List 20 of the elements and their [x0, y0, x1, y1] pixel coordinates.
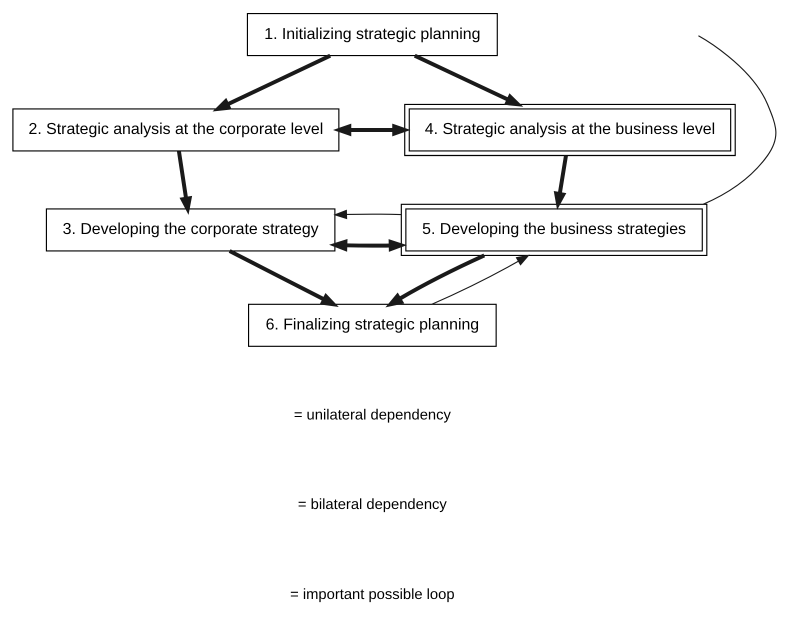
- arrow: [414, 54, 524, 107]
- node-box: 2. Strategic analysis at the corporate level: [12, 108, 340, 152]
- node-box: 3. Developing the corporate strategy: [46, 208, 336, 252]
- node-box: 5. Developing the business strategies: [400, 204, 708, 256]
- arrow: [333, 210, 401, 220]
- legend-label: = unilateral dependency: [294, 407, 451, 424]
- legend-label: = bilateral dependency: [298, 497, 447, 514]
- node-box: 4. Strategic analysis at the business level: [404, 104, 736, 156]
- connector: [698, 35, 776, 205]
- arrow: [212, 54, 332, 112]
- node-box: 1. Initializing strategic planning: [246, 12, 498, 56]
- arrow: [176, 151, 192, 215]
- arrow: [329, 238, 407, 252]
- arrow: [432, 254, 530, 305]
- arrow: [385, 254, 486, 308]
- legend-label: = important possible loop: [290, 586, 455, 603]
- node-box: 6. Finalizing strategic planning: [248, 304, 497, 347]
- arrow: [554, 155, 568, 210]
- arrow: [333, 124, 410, 136]
- arrow: [228, 249, 339, 307]
